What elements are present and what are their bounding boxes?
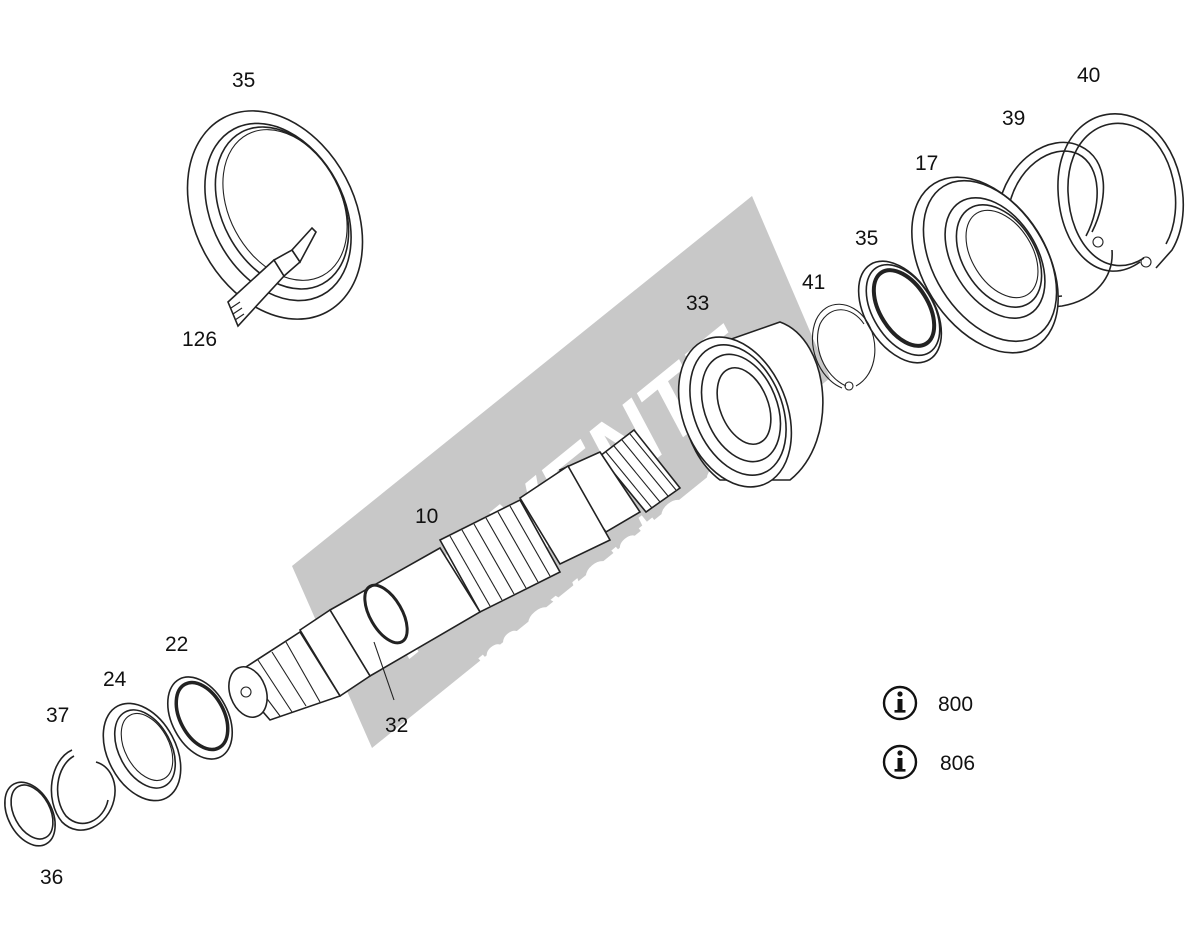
spline-teeth-middle — [449, 505, 551, 607]
info-icon — [882, 685, 918, 721]
part-labels: 35 126 40 39 17 35 41 33 10 32 22 24 37 … — [40, 64, 1100, 889]
info-ref-800[interactable]: 800 — [882, 685, 973, 721]
part-flange-17 — [911, 176, 1059, 354]
part-label-22: 22 — [165, 633, 188, 656]
part-snap-ring-41 — [812, 303, 876, 391]
part-label-33: 33 — [686, 292, 709, 315]
part-seal-35-top — [186, 110, 364, 320]
part-seal-22 — [166, 676, 234, 760]
spline-teeth-right — [605, 433, 677, 509]
part-circlip-40 — [1057, 113, 1185, 272]
part-label-10: 10 — [415, 505, 438, 528]
part-label-37: 37 — [46, 704, 69, 727]
part-seal-35-right — [857, 260, 943, 364]
part-label-39: 39 — [1002, 107, 1025, 130]
part-label-24: 24 — [103, 668, 127, 691]
part-label-35-top: 35 — [232, 69, 255, 92]
leader-line-32 — [373, 641, 395, 701]
part-label-126: 126 — [182, 328, 217, 351]
info-icon — [882, 744, 918, 780]
part-sealant-tube-126 — [227, 226, 317, 328]
part-snap-ring-37 — [50, 749, 116, 831]
part-label-17: 17 — [915, 152, 938, 175]
part-label-36: 36 — [40, 866, 63, 889]
part-ring-36 — [4, 781, 56, 847]
part-shaft-10 — [228, 428, 682, 721]
part-label-40: 40 — [1077, 64, 1100, 87]
part-label-41: 41 — [802, 271, 825, 294]
info-ref-code: 800 — [938, 693, 973, 716]
part-bearing-33 — [677, 321, 824, 488]
info-ref-code: 806 — [940, 752, 975, 775]
part-label-32: 32 — [385, 714, 408, 737]
part-label-35-right: 35 — [855, 227, 878, 250]
info-ref-806[interactable]: 806 — [882, 744, 975, 780]
part-spacer-24 — [102, 702, 182, 802]
